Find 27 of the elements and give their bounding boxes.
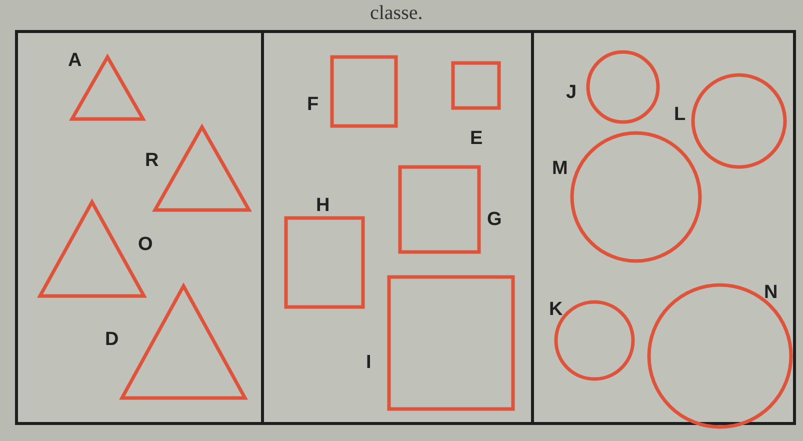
- shape-letter: J: [566, 83, 577, 102]
- shape-letter: A: [68, 51, 82, 70]
- panel: [261, 30, 534, 425]
- square-outline: [387, 275, 515, 411]
- circle-outline: [570, 131, 702, 263]
- shape-letter: E: [470, 129, 483, 148]
- square-outline: [284, 216, 365, 309]
- shape-letter: R: [145, 151, 159, 170]
- circle-outline: [691, 73, 787, 169]
- circle-outline: [647, 283, 793, 429]
- circle-outline: [586, 50, 660, 124]
- square-outline: [398, 165, 481, 254]
- shape-letter: H: [316, 196, 330, 215]
- shape-letter: N: [764, 283, 778, 302]
- shape-letter: M: [552, 159, 568, 178]
- shape-letter: I: [366, 353, 372, 372]
- square-outline: [330, 55, 398, 128]
- square-outline: [451, 61, 501, 110]
- heading-text: classe.: [370, 2, 423, 25]
- panel: [15, 30, 264, 425]
- shape-letter: K: [549, 300, 563, 319]
- shape-letter: G: [487, 210, 502, 229]
- triangle-outline: [120, 284, 247, 400]
- shape-letter: F: [307, 95, 319, 114]
- shape-letter: L: [674, 105, 686, 124]
- shape-letter: O: [138, 235, 153, 254]
- shape-letter: D: [105, 330, 119, 349]
